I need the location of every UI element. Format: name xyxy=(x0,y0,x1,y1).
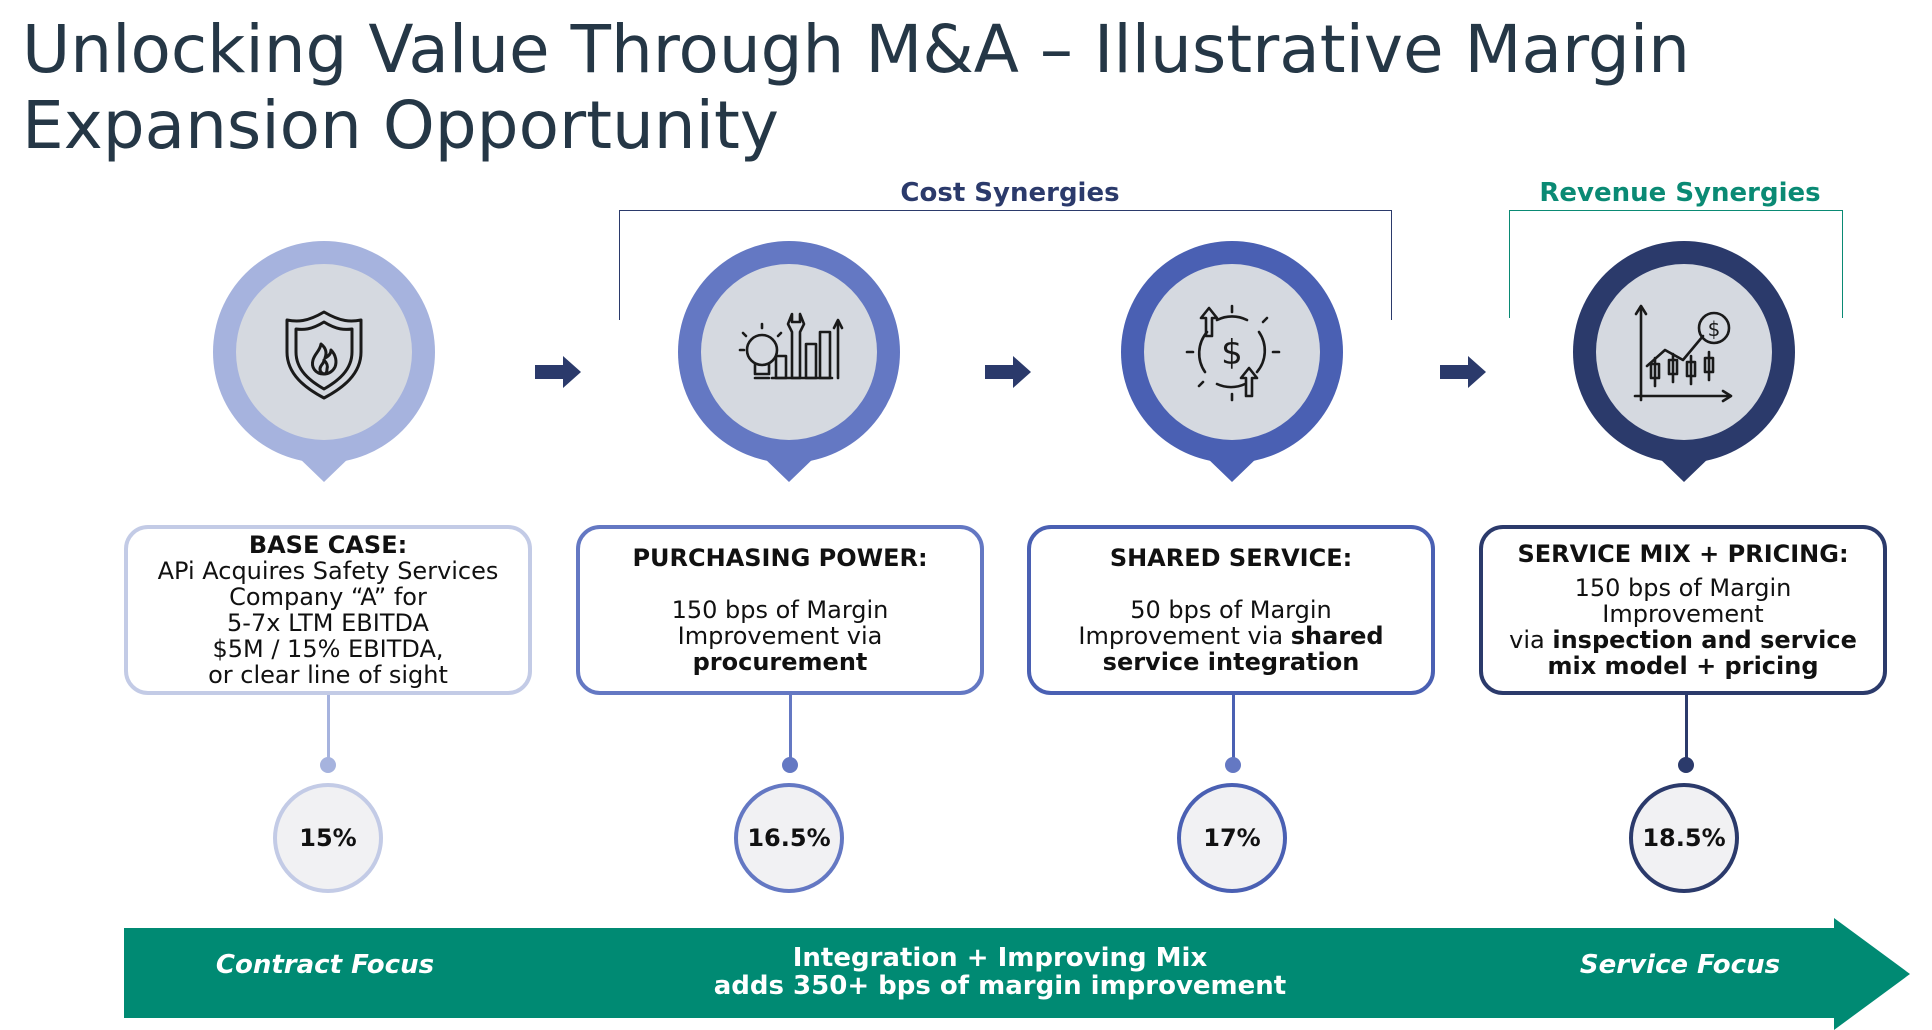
step-2-margin-circle: 16.5% xyxy=(734,783,844,893)
step-1-body-line: Company “A” for xyxy=(229,583,427,611)
step-3-body-line: Improvement via shared xyxy=(1078,622,1384,650)
step-4-connector xyxy=(1685,695,1688,760)
cost-synergies-bracket xyxy=(619,210,1392,320)
step-3-margin-value: 17% xyxy=(1203,824,1261,852)
step-3-margin-circle: 17% xyxy=(1177,783,1287,893)
step-3-connector xyxy=(1232,695,1235,760)
step-1-connector xyxy=(327,695,330,760)
step-2-connector-dot xyxy=(782,757,798,773)
svg-text:$: $ xyxy=(1221,333,1243,373)
step-1-margin-value: 15% xyxy=(299,824,357,852)
step-4-body-line: via inspection and service xyxy=(1509,626,1857,654)
band-center-text: Integration + Improving Mix adds 350+ bp… xyxy=(650,944,1350,1000)
step-1-body-line: or clear line of sight xyxy=(208,661,448,689)
step-3-card-title: SHARED SERVICE: xyxy=(1109,544,1353,572)
flow-arrow-2-icon xyxy=(985,356,1031,388)
step-3-body-line: 50 bps of Margin xyxy=(1130,596,1332,624)
step-2-card-title: PURCHASING POWER: xyxy=(632,544,928,572)
revenue-synergies-bracket xyxy=(1509,210,1843,318)
lightbulb-wrench-chart-icon xyxy=(738,312,844,380)
candlestick-dollar-chart-icon: $ xyxy=(1633,304,1733,403)
step-4-pin-marker: $ xyxy=(1573,241,1795,482)
step-2-margin-value: 16.5% xyxy=(747,824,831,852)
dollar-cycle-arrows-icon: $ xyxy=(1185,304,1281,402)
step-3-connector-dot xyxy=(1225,757,1241,773)
step-1-body-line: APi Acquires Safety Services xyxy=(157,557,499,585)
service-focus-label: Service Focus xyxy=(1579,950,1781,980)
step-4-card: SERVICE MIX + PRICING: 150 bps of Margin… xyxy=(1479,525,1887,695)
cost-synergies-label: Cost Synergies xyxy=(900,178,1120,208)
page-title-line-2: Expansion Opportunity xyxy=(22,87,779,164)
step-4-card-title: SERVICE MIX + PRICING: xyxy=(1517,540,1849,568)
focus-shift-arrow-band xyxy=(124,918,1910,1030)
step-1-pin-marker xyxy=(213,241,435,482)
step-1-margin-circle: 15% xyxy=(273,783,383,893)
band-center-line-1: Integration + Improving Mix xyxy=(792,943,1208,973)
flow-arrow-1-icon xyxy=(535,356,581,388)
step-3-pin-marker: $ xyxy=(1121,241,1343,482)
step-4-connector-dot xyxy=(1678,757,1694,773)
step-1-card: BASE CASE: APi Acquires Safety Services … xyxy=(124,525,532,695)
step-2-body-line: 150 bps of Margin xyxy=(671,596,889,624)
step-4-body-line: Improvement xyxy=(1602,600,1764,628)
step-1-body-line: 5-7x LTM EBITDA xyxy=(227,609,429,637)
band-center-line-2: adds 350+ bps of margin improvement xyxy=(713,971,1287,1001)
step-2-connector xyxy=(789,695,792,760)
step-4-margin-value: 18.5% xyxy=(1642,824,1726,852)
revenue-synergies-label: Revenue Synergies xyxy=(1539,178,1821,208)
step-1-body-line: $5M / 15% EBITDA, xyxy=(212,635,444,663)
flow-arrow-3-icon xyxy=(1440,356,1486,388)
step-1-card-title: BASE CASE: xyxy=(248,531,408,559)
step-4-margin-circle: 18.5% xyxy=(1629,783,1739,893)
step-1-connector-dot xyxy=(320,757,336,773)
shield-flame-icon xyxy=(285,310,363,400)
step-2-body-line: Improvement via xyxy=(677,622,883,650)
contract-focus-label: Contract Focus xyxy=(215,950,435,980)
step-3-body-bold: service integration xyxy=(1102,648,1360,676)
step-2-pin-marker xyxy=(678,241,900,482)
page-title: Unlocking Value Through M&A – Illustrati… xyxy=(22,12,1902,164)
step-4-body-bold: mix model + pricing xyxy=(1547,652,1819,680)
step-2-body-bold: procurement xyxy=(692,648,868,676)
step-4-body-line: 150 bps of Margin xyxy=(1574,574,1792,602)
svg-text:$: $ xyxy=(1708,317,1721,341)
step-2-card: PURCHASING POWER: 150 bps of Margin Impr… xyxy=(576,525,984,695)
step-3-card: SHARED SERVICE: 50 bps of Margin Improve… xyxy=(1027,525,1435,695)
page-title-line-1: Unlocking Value Through M&A – Illustrati… xyxy=(22,11,1690,88)
